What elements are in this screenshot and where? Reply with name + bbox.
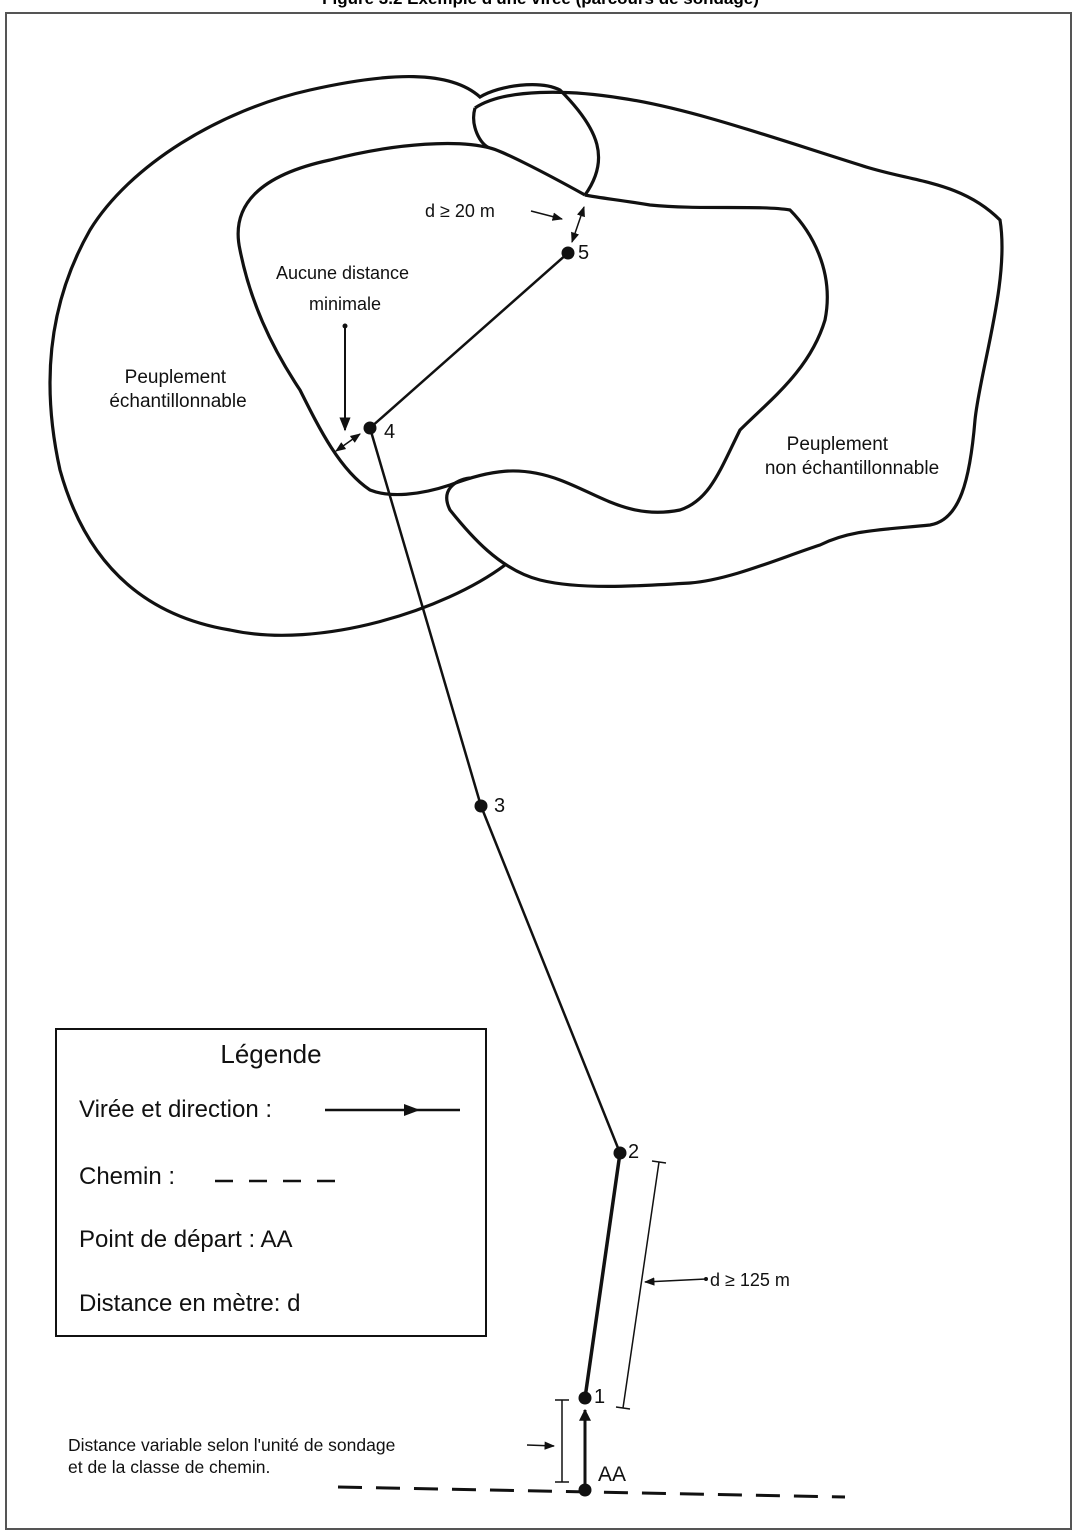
no-min-distance-pointer-origin	[342, 323, 348, 329]
non-sampleable-stand-outline	[445, 90, 1004, 588]
point-2-marker	[613, 1146, 627, 1160]
d-edge-pointer	[530, 210, 564, 221]
variable-distance-line1: Distance variable selon l'unité de sonda…	[68, 1435, 395, 1455]
route-segment-3-4	[368, 427, 483, 807]
variable-distance-pointer	[526, 1441, 556, 1450]
no-min-distance-line2: minimale	[309, 294, 381, 314]
d-edge-label: d ≥ 20 m	[425, 201, 495, 221]
d-points-bracket-line	[622, 1161, 660, 1409]
legend-item-distance: Distance en mètre: d	[79, 1290, 300, 1317]
point-1-marker	[578, 1391, 592, 1405]
d-edge-double-arrow	[571, 206, 585, 243]
point-5-marker	[561, 246, 575, 260]
sampleable-stand-label: Peuplement échantillonnable	[109, 367, 246, 412]
figure-frame	[5, 12, 1072, 1530]
no-min-distance-line1: Aucune distance	[276, 263, 409, 283]
d-points-bracket-bottom-tick	[615, 1406, 631, 1410]
figure-caption-text: Figure 3.2 Exemple d'une virée (parcours…	[0, 0, 1081, 10]
route-segment-2-3	[479, 805, 622, 1154]
d-points-bracket-top-tick	[651, 1160, 667, 1164]
route-segment-4-5	[369, 252, 569, 429]
point-2-label: 2	[628, 1141, 639, 1163]
legend-item-start-point: Point de départ : AA	[79, 1226, 292, 1253]
point-3-label: 3	[494, 795, 505, 817]
legend-title: Légende	[220, 1039, 321, 1069]
legend-box	[55, 1028, 487, 1337]
non-sampleable-stand-label: Peuplement non échantillonnable	[765, 434, 939, 479]
legend-route-arrowhead	[404, 1104, 420, 1116]
sampleable-stand-label-line2: échantillonnable	[109, 391, 246, 412]
inner-stand-outline	[236, 141, 829, 514]
d-points-pointer	[643, 1277, 707, 1286]
d-points-pointer-origin	[704, 1277, 708, 1281]
point-3-marker	[474, 799, 488, 813]
sampleable-stand-outline	[48, 75, 601, 637]
point-1-label: 1	[594, 1386, 605, 1408]
point-5-label: 5	[578, 242, 589, 264]
no-min-distance-label: Aucune distance minimale	[276, 263, 414, 314]
legend-item-road: Chemin :	[79, 1163, 175, 1190]
figure-caption: Figure 3.2 Exemple d'une virée (parcours…	[0, 0, 1081, 14]
point-4-label: 4	[384, 421, 395, 443]
route-segment-1-2	[583, 1152, 622, 1399]
no-min-distance-double-arrow	[335, 433, 361, 452]
d-points-label: d ≥ 125 m	[710, 1270, 790, 1290]
legend-item-route: Virée et direction :	[79, 1096, 272, 1123]
point-aa-marker	[578, 1483, 592, 1497]
point-aa-label: AA	[598, 1463, 626, 1486]
variable-distance-label: Distance variable selon l'unité de sonda…	[68, 1435, 400, 1477]
point-4-marker	[363, 421, 377, 435]
non-sampleable-stand-label-line2: non échantillonnable	[765, 458, 939, 479]
road-dashed-line	[337, 1485, 846, 1499]
sampleable-stand-label-line1: Peuplement	[125, 367, 227, 388]
non-sampleable-stand-label-line1: Peuplement	[787, 434, 889, 455]
variable-distance-line2: et de la classe de chemin.	[68, 1457, 270, 1477]
